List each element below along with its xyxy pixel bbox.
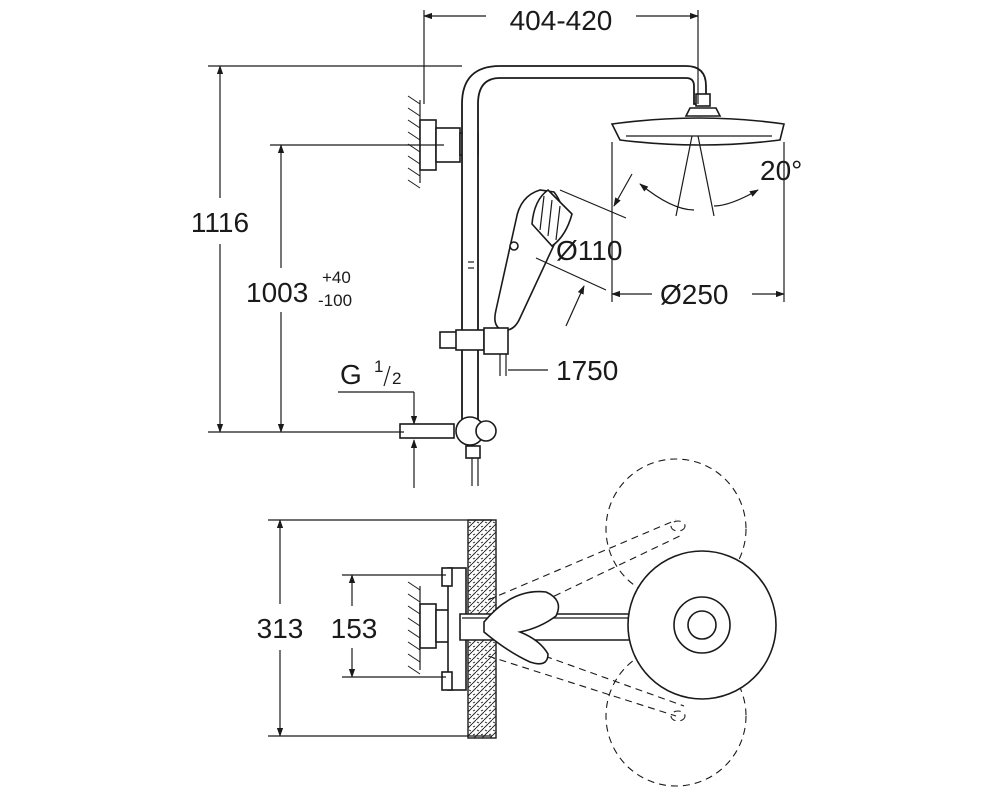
- dim-thread: [338, 391, 418, 488]
- label-thread-num: 1: [374, 357, 383, 376]
- dim-head-shower-diameter: [611, 142, 785, 302]
- label-depth-bar: 153: [331, 613, 378, 644]
- wall-hatch-lower: [407, 581, 421, 675]
- hand-shower-slider: [439, 261, 509, 376]
- label-hose-length: 1750: [556, 355, 618, 386]
- label-outlet-tol-minus: -100: [318, 291, 352, 310]
- hand-shower-top: [483, 590, 560, 665]
- dim-outlet-height: [270, 144, 444, 433]
- label-thread-den: 2: [392, 369, 401, 388]
- side-view: 404-420 1116 1003 +40 -100 Ø110: [191, 5, 802, 488]
- label-outlet-tol-plus: +40: [322, 268, 351, 287]
- dim-arm-reach: [423, 10, 699, 104]
- dim-hand-shower-diameter: [535, 173, 633, 327]
- swivel-alternate-positions: [487, 458, 747, 787]
- label-tilt-angle: 20°: [760, 155, 802, 186]
- label-arm-reach: 404-420: [510, 5, 613, 36]
- head-shower: [610, 93, 785, 146]
- label-total-height: 1116: [191, 207, 249, 238]
- dim-depth-bar: [342, 574, 446, 678]
- top-view: 313 153: [257, 458, 777, 787]
- head-shower-top: [627, 550, 777, 700]
- label-depth-total: 313: [257, 613, 304, 644]
- wall-hatch-upper: [407, 95, 421, 189]
- dim-depth-total: [268, 519, 492, 737]
- dim-total-height: [208, 65, 462, 433]
- thread-fraction-slash: [383, 365, 391, 387]
- label-thread-prefix: G: [340, 359, 362, 390]
- label-hand-shower-diameter: Ø110: [556, 235, 622, 266]
- label-outlet-height: 1003: [246, 277, 308, 308]
- tilt-angle-lines: [639, 135, 759, 217]
- lower-outlet: [399, 416, 497, 486]
- label-head-shower-diameter: Ø250: [660, 279, 729, 310]
